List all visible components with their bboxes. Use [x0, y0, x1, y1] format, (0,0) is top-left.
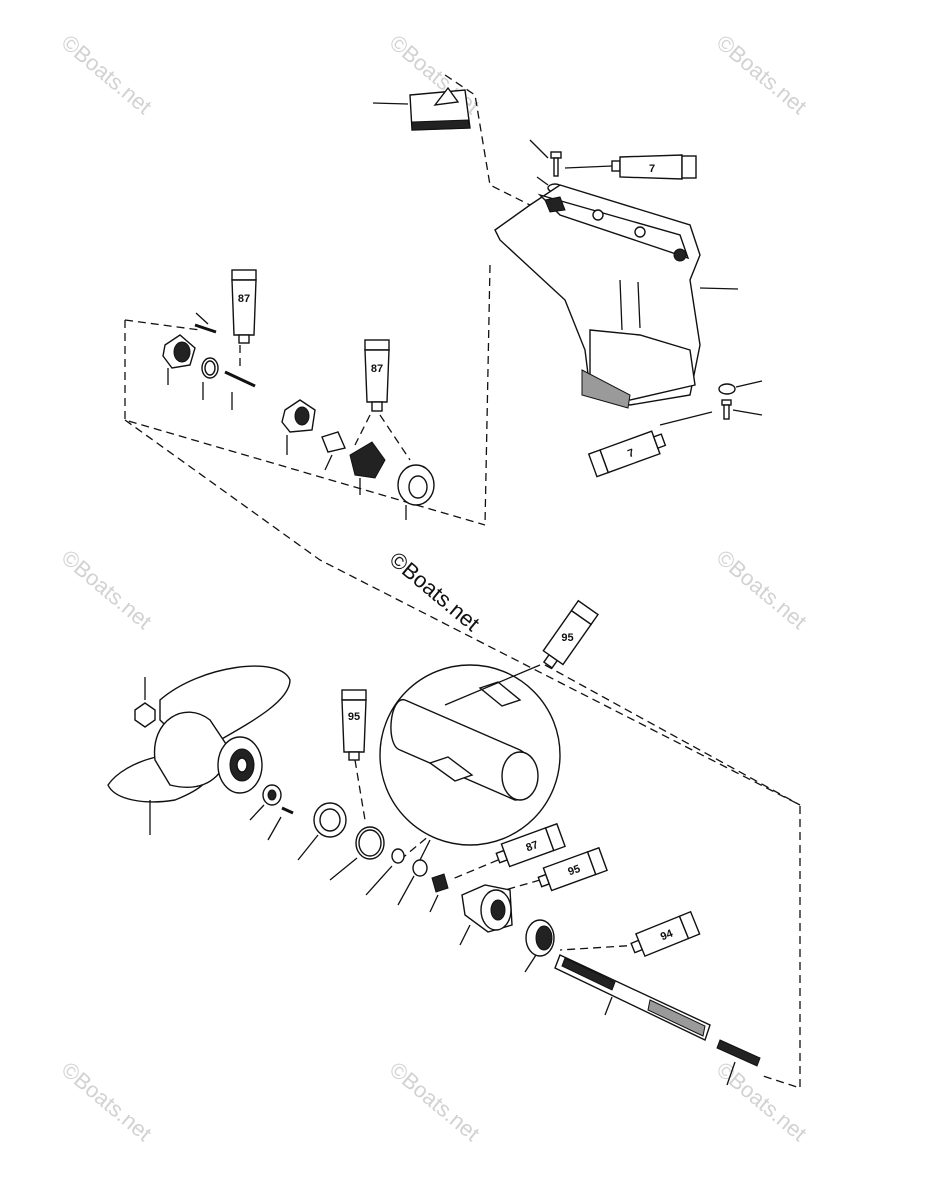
- prop-hardware: [249, 784, 405, 896]
- grease-tube-95-lower: 95: [537, 846, 608, 892]
- propeller: [107, 665, 291, 835]
- tube-label: 87: [524, 839, 540, 854]
- prop-shaft-assembly: [397, 859, 761, 1086]
- housing-screw: [659, 380, 763, 426]
- grease-tube-87-b: 87: [364, 339, 390, 412]
- tube-label: 87: [238, 293, 250, 305]
- watermark-top-right: ©Boats.net: [712, 30, 812, 119]
- grease-tube-95-left: 95: [341, 689, 367, 761]
- watermark-bottom-right: ©Boats.net: [712, 1057, 812, 1146]
- tube-label: 95: [561, 632, 573, 644]
- grease-tube-7-top: 7: [611, 154, 697, 180]
- gearcase-housing: [494, 184, 739, 409]
- watermark-top-left: ©Boats.net: [57, 30, 157, 119]
- grease-tube-94: 94: [630, 910, 701, 958]
- drive-shaft-assembly: [162, 312, 435, 520]
- grease-tube-95-top: 95: [542, 599, 599, 669]
- grease-tube-7-lower: 7: [587, 430, 667, 478]
- tube-label: 87: [371, 363, 383, 375]
- tube-label: 94: [659, 927, 676, 943]
- detail-inset: [379, 664, 561, 871]
- assembly-dashed-lines: [124, 74, 801, 1089]
- grease-tube-87-a: 87: [231, 269, 257, 344]
- watermark-mid-left: ©Boats.net: [57, 545, 157, 634]
- watermark-mid-right: ©Boats.net: [712, 545, 812, 634]
- water-pump-plate: [372, 86, 471, 131]
- tube-label: 7: [626, 447, 636, 460]
- top-screw: [529, 139, 613, 193]
- tube-label: 7: [649, 163, 655, 175]
- grease-tube-87-lower: 87: [495, 822, 566, 868]
- watermark-bottom-left: ©Boats.net: [57, 1057, 157, 1146]
- tube-label: 95: [348, 711, 360, 723]
- tube-label: 95: [566, 863, 582, 878]
- watermark-bottom-center: ©Boats.net: [385, 1057, 485, 1146]
- watermarks: ©Boats.net ©Boats.net ©Boats.net ©Boats.…: [57, 30, 812, 1146]
- watermark-center: ©Boats.net: [385, 547, 485, 636]
